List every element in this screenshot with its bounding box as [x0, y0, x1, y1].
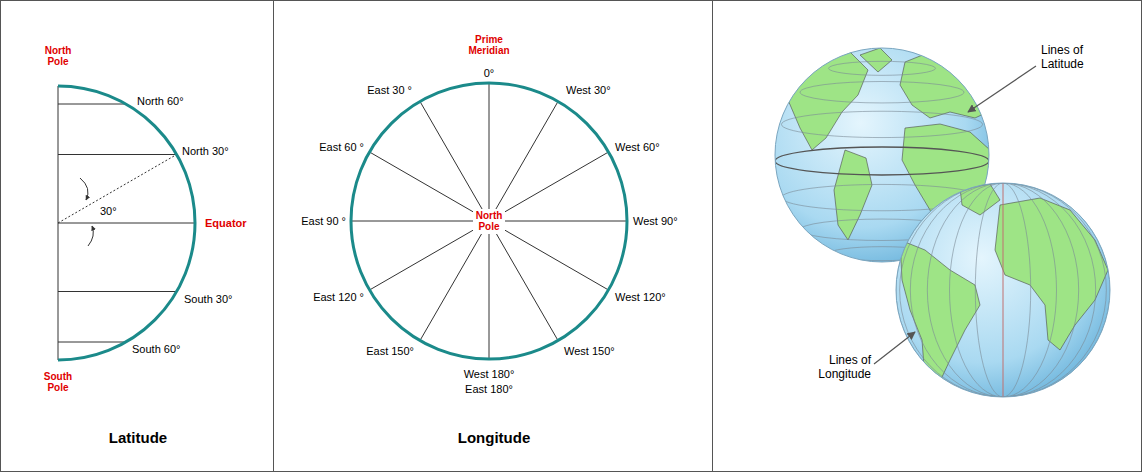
globe-panel: Lines of LatitudeLines of Longitude: [712, 0, 1142, 472]
degree-label: East 120 °: [313, 291, 364, 304]
latitude-panel: Latitude: [0, 0, 274, 472]
degree-label: West 180°: [464, 368, 515, 381]
panel-title: Latitude: [109, 429, 167, 447]
longitude-figure: [351, 83, 627, 359]
leader-line: [874, 332, 915, 364]
degree-label: East 90 °: [301, 215, 346, 228]
degree-label: East 180°: [465, 383, 513, 396]
degree-label: South 60°: [132, 343, 180, 356]
callout-label: Lines of Latitude: [1041, 43, 1119, 72]
callout-label: Lines of Longitude: [787, 353, 871, 382]
degree-label: West 90°: [633, 215, 678, 228]
degree-label: East 30 °: [367, 84, 412, 97]
pole-label: South Pole: [38, 371, 78, 394]
degree-label: North 60°: [137, 95, 184, 108]
degree-label: West 30°: [566, 84, 611, 97]
pole-label: Prime Meridian: [454, 34, 524, 57]
degree-label: East 60 °: [319, 141, 364, 154]
degree-label: West 150°: [564, 345, 615, 358]
degree-label: South 30°: [184, 293, 232, 306]
degree-label: West 60°: [615, 141, 660, 154]
latitude-figure: [58, 86, 195, 360]
globe-longitude: [896, 183, 1110, 397]
degree-label: East 150°: [366, 345, 414, 358]
leader-line: [968, 66, 1036, 112]
pole-label: North Pole: [473, 209, 505, 234]
pole-label: Equator: [205, 217, 247, 230]
panel-title: Longitude: [458, 429, 530, 447]
degree-label: West 120°: [615, 291, 666, 304]
degree-label: 30°: [100, 205, 117, 218]
degree-label: North 30°: [182, 145, 229, 158]
degree-label: 0°: [484, 67, 495, 80]
pole-label: North Pole: [38, 45, 78, 68]
